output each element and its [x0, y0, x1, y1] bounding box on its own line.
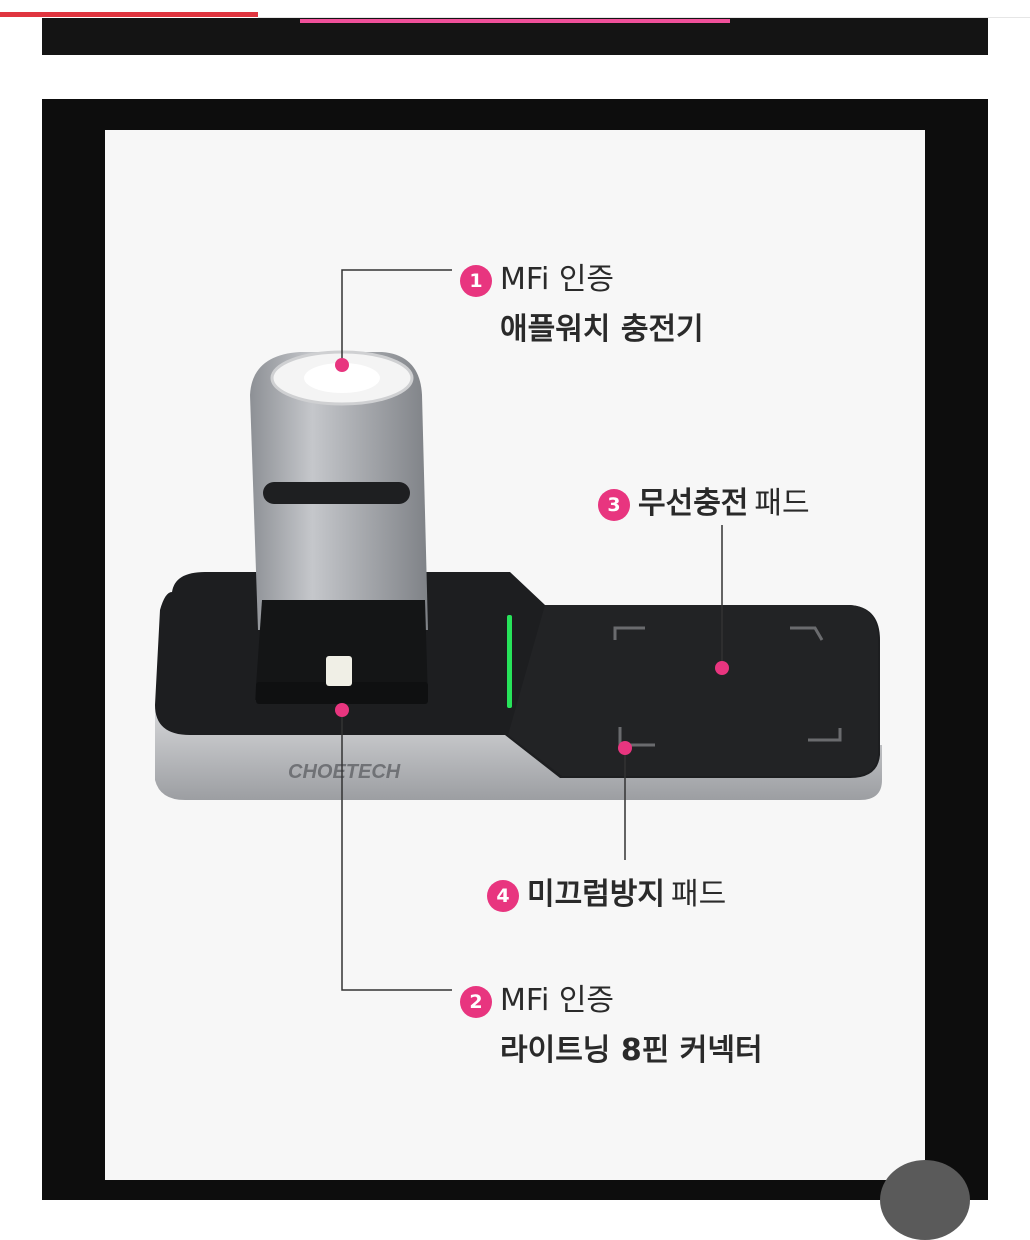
- callout-number-2: 2: [460, 985, 492, 1018]
- image-indicator: [300, 19, 730, 23]
- header-divider: [258, 17, 1030, 18]
- progress-bar: [0, 12, 258, 17]
- scroll-to-top-button[interactable]: [880, 1160, 970, 1240]
- callout-4-rest: 패드: [671, 877, 727, 912]
- callout-number-3: 3: [598, 488, 630, 521]
- callout-4-bold: 미끄럼방지: [527, 877, 665, 912]
- led-indicator: [507, 615, 512, 708]
- callout-3-rest: 패드: [754, 486, 810, 521]
- callout-3-bold: 무선충전: [638, 486, 749, 521]
- callout-leader-lines: [341, 269, 723, 991]
- callout-1-line1: MFi 인증: [500, 262, 615, 297]
- charging-dock-illustration: CHOETECH: [155, 269, 882, 991]
- callout-2-line2: 라이트닝 8핀 커넥터: [500, 1033, 763, 1068]
- callout-number-4: 4: [487, 879, 519, 912]
- callout-2-line1: MFi 인증: [500, 983, 615, 1018]
- callout-1-line2: 애플워치 충전기: [500, 312, 704, 347]
- callout-dots: [335, 358, 729, 755]
- callout-number-1: 1: [460, 264, 492, 297]
- brand-logo: CHOETECH: [288, 761, 401, 783]
- previous-image-strip: [42, 18, 988, 55]
